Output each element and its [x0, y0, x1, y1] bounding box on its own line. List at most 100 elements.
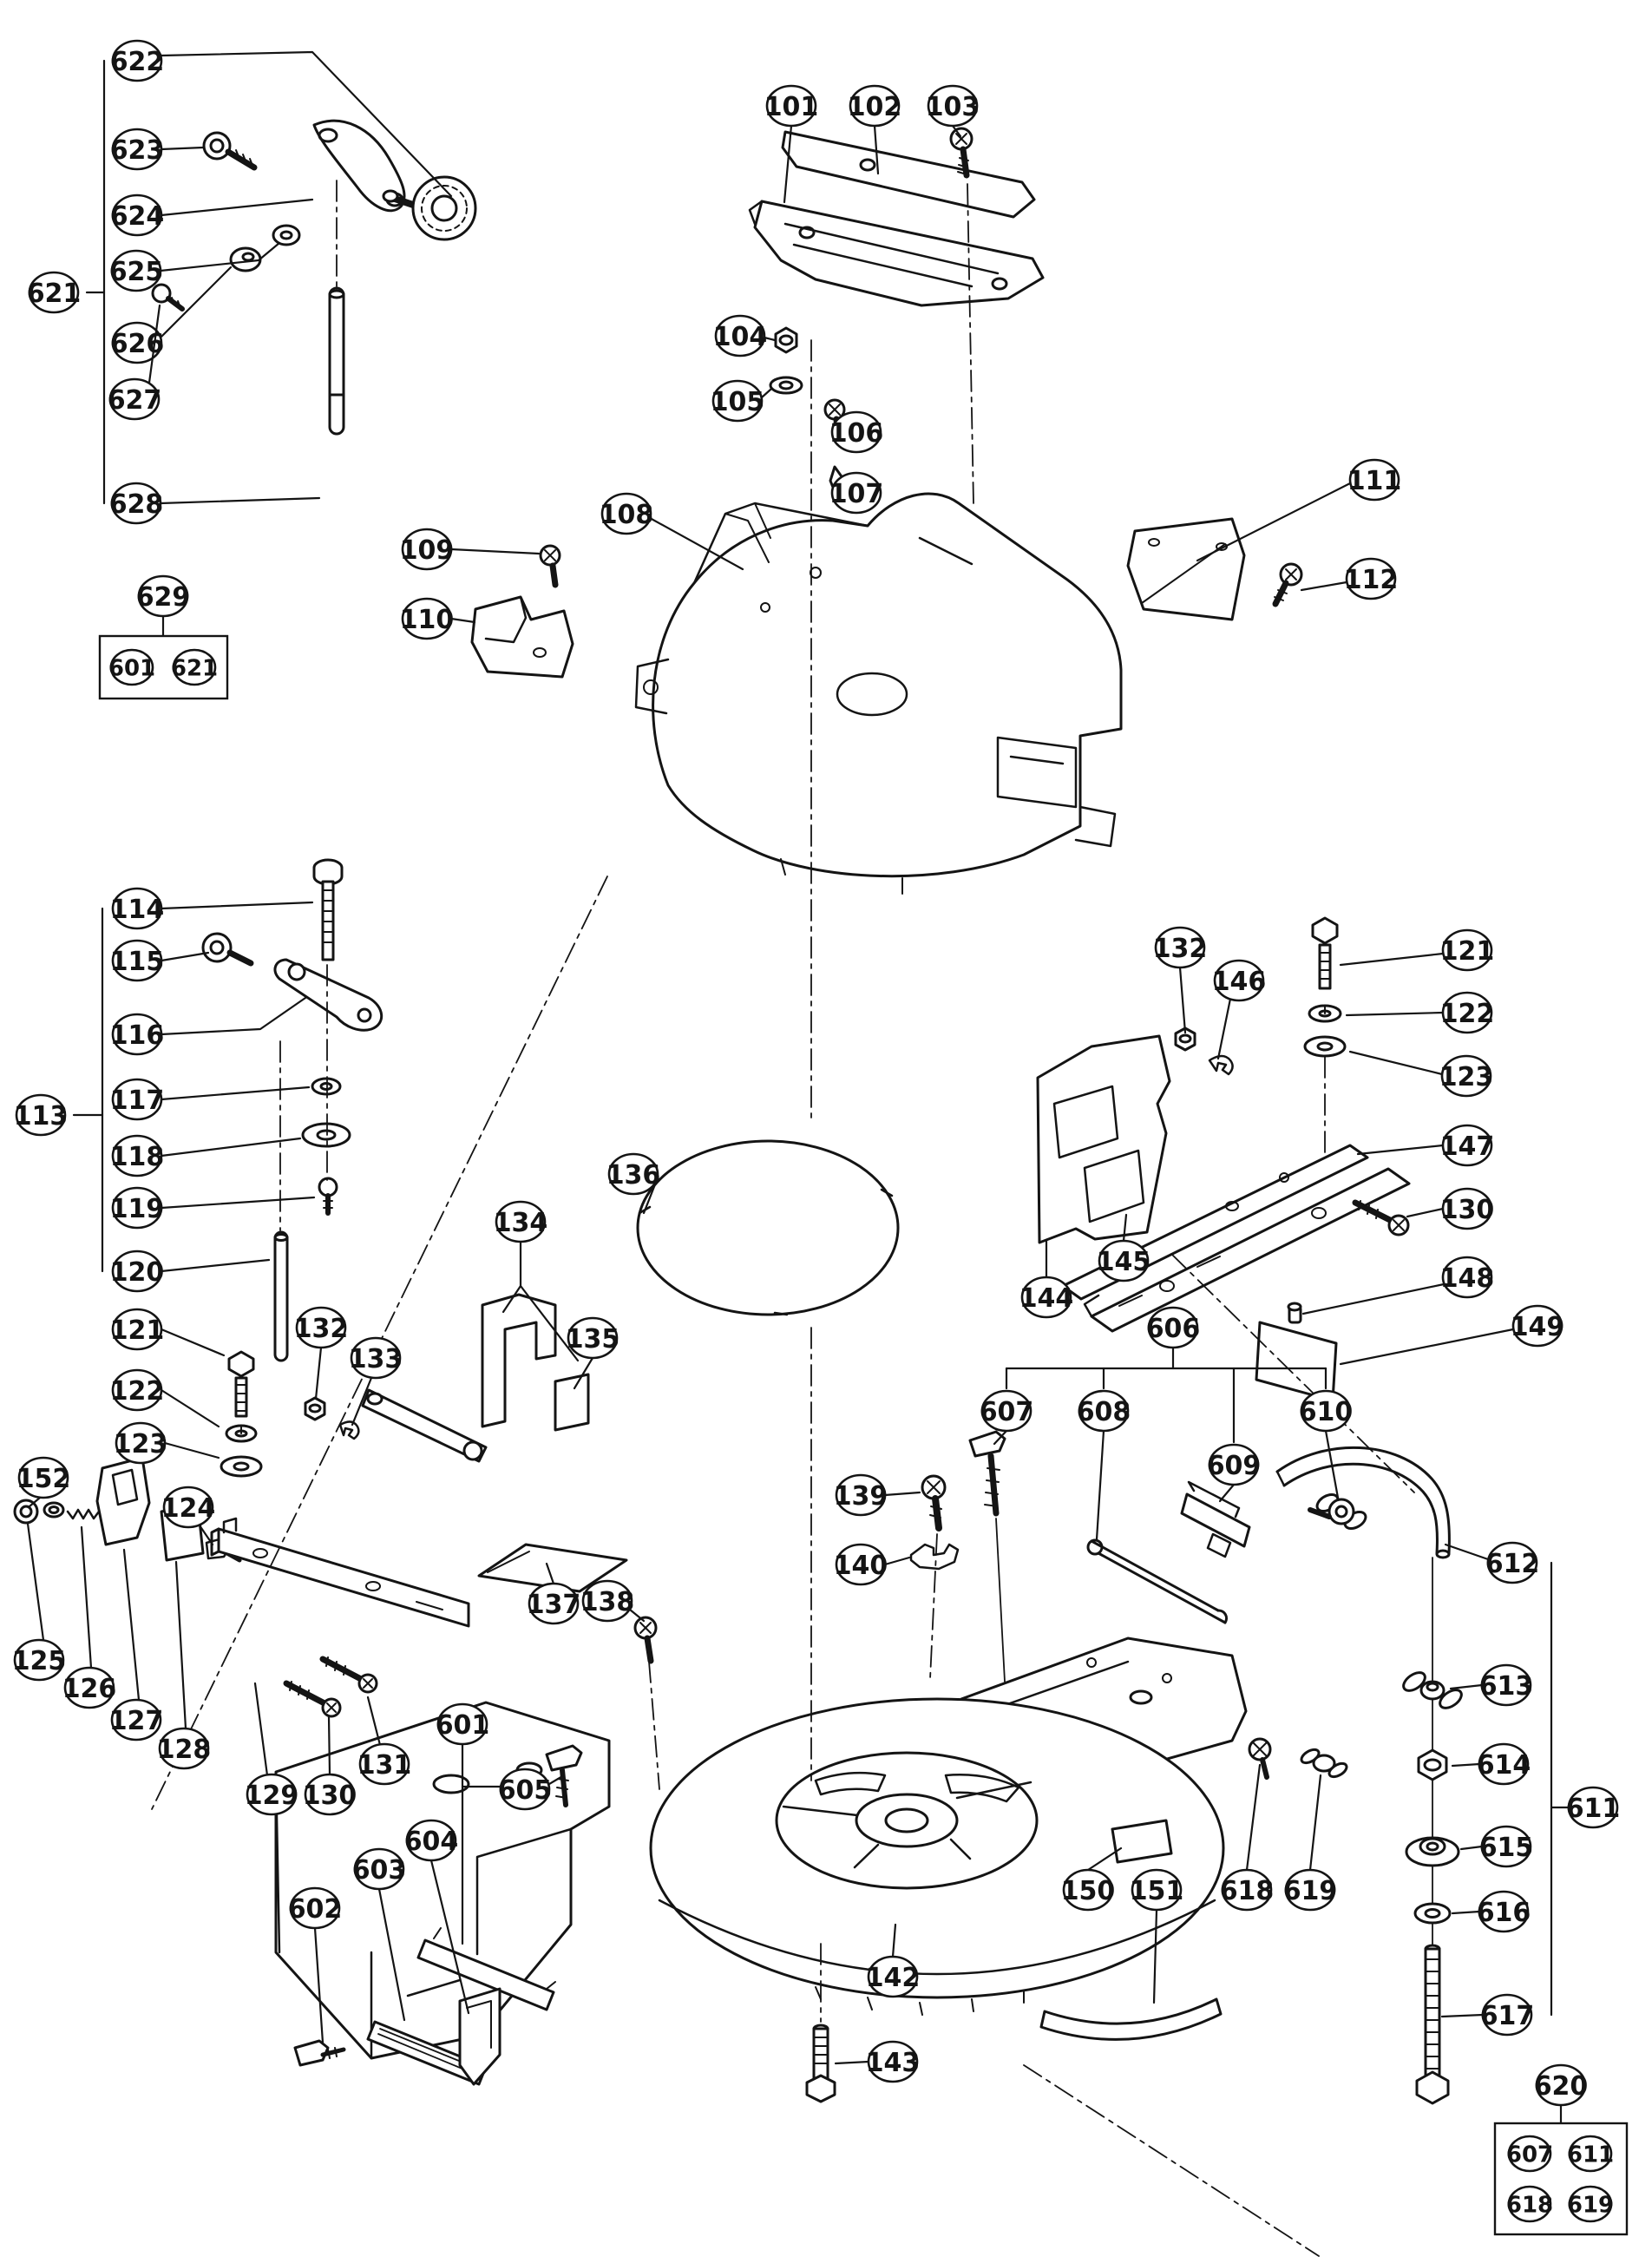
- callout-label: 116: [110, 1020, 165, 1051]
- callout-label: 146: [1212, 967, 1267, 997]
- callout-138: 138: [580, 1579, 635, 1623]
- callout-label: 122: [1440, 999, 1495, 1029]
- callout-124: 124: [161, 1486, 216, 1529]
- callout-label: 122: [110, 1376, 165, 1407]
- callout-123: 123: [114, 1421, 168, 1465]
- centerlines-layer: [151, 180, 1415, 2257]
- callout-629: 629: [136, 574, 190, 618]
- callout-label: 619: [1283, 1876, 1338, 1906]
- callout-label: 131: [357, 1750, 412, 1781]
- callout-label: 627: [108, 385, 162, 416]
- callout-label: 602: [288, 1894, 343, 1925]
- callout-608: 608: [1077, 1389, 1131, 1433]
- rail-holder-part-609: [1180, 1480, 1251, 1558]
- spring-washer-part-122-left: [225, 1424, 258, 1443]
- callout-609: 609: [1207, 1443, 1262, 1486]
- holder-part-604: [458, 1987, 502, 2086]
- washer-part-105: [769, 376, 803, 395]
- callout-102: 102: [848, 84, 901, 128]
- callout-607: 607: [980, 1389, 1033, 1433]
- callout-111: 111: [1347, 458, 1401, 502]
- callout-label: 603: [352, 1855, 407, 1886]
- vise-knob-part-618: [1248, 1737, 1272, 1780]
- bolt-part-114: [312, 858, 344, 961]
- callout-622: 622: [110, 39, 164, 82]
- callout-label: 619: [1567, 2192, 1614, 2218]
- callout-103: 103: [926, 84, 980, 128]
- kit-620-item-619: 619: [1567, 2185, 1614, 2223]
- callout-label: 143: [866, 2048, 921, 2078]
- callout-601: 601: [436, 1702, 489, 1746]
- callout-label: 611: [1567, 2142, 1614, 2168]
- shaft-part-120: [273, 1230, 289, 1362]
- callout-152: 152: [16, 1456, 70, 1499]
- callout-label: 149: [1511, 1312, 1565, 1342]
- vise-nut-part-619: [1300, 1748, 1348, 1779]
- clip-part-146: [1208, 1054, 1234, 1076]
- callout-125: 125: [12, 1638, 66, 1682]
- callout-label: 104: [713, 322, 768, 352]
- callout-137: 137: [527, 1582, 580, 1625]
- callout-613: 613: [1479, 1663, 1534, 1707]
- callout-label: 113: [14, 1101, 69, 1132]
- link-bar-part: [361, 1388, 488, 1463]
- callout-129: 129: [245, 1773, 299, 1816]
- callout-label: 616: [1477, 1898, 1531, 1928]
- callout-label: 129: [245, 1781, 299, 1811]
- callout-122: 122: [110, 1368, 165, 1412]
- callout-label: 611: [1566, 1794, 1621, 1824]
- washer-part-125: [43, 1501, 65, 1519]
- callout-627: 627: [108, 377, 162, 421]
- callout-134: 134: [494, 1200, 547, 1243]
- rail-part-601: [416, 1927, 556, 2011]
- pin-part-148: [1287, 1302, 1302, 1324]
- holder-part-127: [95, 1456, 151, 1546]
- callout-117: 117: [110, 1078, 164, 1121]
- kit-620-item-618: 618: [1506, 2185, 1553, 2223]
- callout-label: 614: [1477, 1750, 1531, 1781]
- callout-139: 139: [834, 1473, 888, 1517]
- callout-130: 130: [1440, 1187, 1494, 1230]
- callout-label: 613: [1479, 1671, 1534, 1702]
- callout-602: 602: [288, 1886, 343, 1930]
- callout-label: 142: [866, 1963, 921, 1993]
- brackets-layer: [101, 59, 1553, 2017]
- callout-label: 140: [834, 1551, 888, 1581]
- callout-621: 621: [27, 271, 81, 314]
- callout-label: 628: [109, 489, 164, 520]
- washer-part-615: [1405, 1836, 1460, 1867]
- holder-part-110: [470, 595, 574, 679]
- callout-label: 138: [580, 1587, 635, 1617]
- kit-629-item-601: 601: [108, 648, 155, 686]
- callout-114: 114: [110, 887, 164, 930]
- callout-label: 133: [349, 1344, 403, 1374]
- callout-143: 143: [866, 2040, 921, 2083]
- parts-layer: [13, 119, 1463, 2105]
- callout-label: 151: [1130, 1876, 1184, 1906]
- callout-label: 124: [161, 1493, 216, 1524]
- callout-118: 118: [110, 1134, 164, 1177]
- callout-104: 104: [713, 314, 768, 357]
- callout-label: 123: [114, 1429, 168, 1459]
- screw-part-130-right: [1352, 1199, 1410, 1236]
- callout-label: 609: [1207, 1451, 1262, 1481]
- callout-label: 136: [606, 1160, 661, 1191]
- rail-part-147: [1083, 1167, 1411, 1333]
- callout-132: 132: [1153, 926, 1207, 969]
- callout-133: 133: [349, 1336, 403, 1380]
- callout-128: 128: [157, 1727, 212, 1770]
- callout-105: 105: [711, 379, 764, 423]
- callout-624: 624: [110, 194, 164, 237]
- callout-113: 113: [14, 1093, 69, 1137]
- ring-part-136: [636, 1139, 900, 1316]
- callout-148: 148: [1440, 1256, 1494, 1299]
- knob-screw-part: [202, 131, 258, 171]
- callout-147: 147: [1440, 1124, 1494, 1167]
- callout-label: 128: [157, 1735, 212, 1765]
- bracket-bar-part-129: [210, 1517, 470, 1628]
- callout-label: 103: [926, 92, 980, 122]
